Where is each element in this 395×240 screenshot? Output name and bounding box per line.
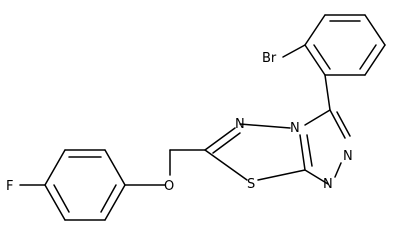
- nitrogen-atom-label-right: N: [343, 149, 353, 164]
- bromophenyl-ring: [304, 14, 386, 76]
- nitrogen-atom-label-bottom: N: [323, 177, 333, 192]
- nitrogen-atom-label-bridge: N: [290, 121, 300, 136]
- triazole-ring: [299, 109, 351, 185]
- chemical-structure-diagram: Br F O S N N N: [6, 14, 386, 221]
- aryl-triazole-bond: [324, 74, 331, 111]
- sulfur-atom-label: S: [247, 177, 255, 192]
- oxygen-atom-label: O: [164, 179, 174, 194]
- fluorine-atom-label: F: [6, 179, 13, 194]
- br-bond: [282, 44, 306, 58]
- fluorophenyl-ring: [44, 149, 126, 221]
- thiadiazole-ring: [204, 123, 306, 181]
- bromine-atom-label: Br: [262, 51, 277, 66]
- nitrogen-atom-label-top-left: N: [235, 117, 245, 132]
